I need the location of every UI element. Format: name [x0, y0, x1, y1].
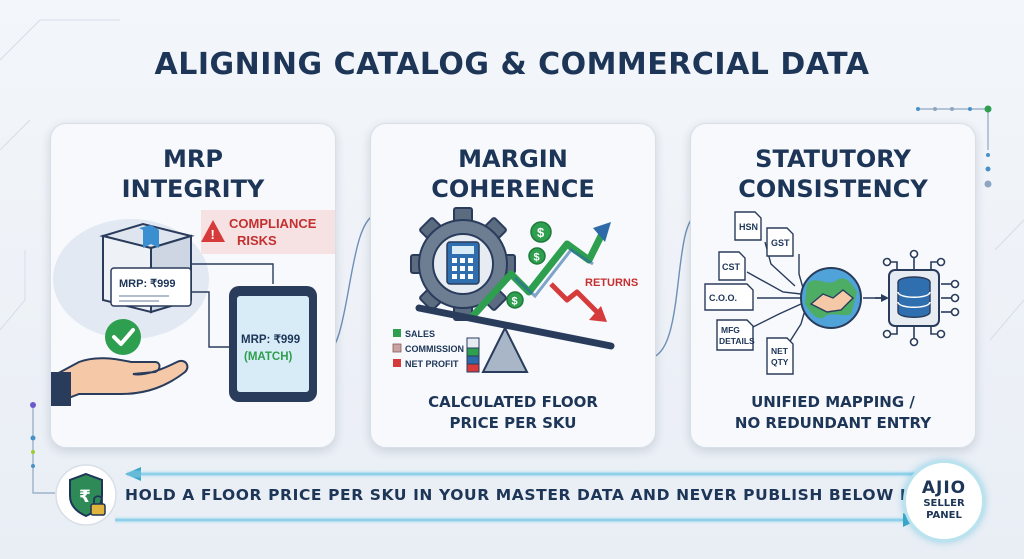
database-icon [875, 249, 960, 347]
connector-left-bottom [30, 402, 55, 494]
svg-text:₹: ₹ [79, 487, 91, 507]
svg-text:NET: NET [771, 346, 789, 356]
chart-legend: SALES COMMISSION NET PROFIT [392, 329, 464, 369]
card-caption: CALCULATED FLOOR PRICE PER SKU [428, 393, 598, 432]
svg-text:NET PROFIT: NET PROFIT [405, 359, 459, 369]
mrp-illustration: MRP: ₹999 ! COMPLIANCE RISKS MRP: ₹999 (… [51, 210, 335, 406]
svg-text:MRP: ₹999: MRP: ₹999 [119, 278, 176, 290]
card-margin-coherence: MARGIN COHERENCE [370, 123, 656, 448]
handshake-globe-icon [800, 267, 862, 329]
svg-text:$: $ [537, 225, 545, 240]
svg-text:MRP: ₹999: MRP: ₹999 [241, 334, 300, 346]
svg-text:(MATCH): (MATCH) [244, 351, 292, 363]
card-mrp-integrity: MRP INTEGRITY MRP: ₹999 ! COMPLIANCE RIS… [50, 123, 336, 448]
balance-icon [415, 304, 615, 373]
hand-icon [51, 357, 189, 406]
connector-right-top [916, 105, 992, 188]
svg-text:SALES: SALES [405, 329, 435, 339]
margin-illustration: RETURNS $ $ $ SALES COMMISSION NET PROFI [392, 207, 638, 373]
svg-text:CST: CST [722, 262, 741, 272]
growth-arrow [468, 230, 607, 321]
svg-text:GST: GST [771, 238, 790, 248]
rupee-shield-icon: ₹ [55, 462, 117, 528]
svg-text:$: $ [512, 296, 518, 308]
svg-text:C.O.O.: C.O.O. [709, 293, 737, 303]
svg-text:$: $ [534, 252, 540, 264]
svg-text:RETURNS: RETURNS [585, 277, 638, 289]
check-icon [105, 319, 141, 355]
tablet-icon: MRP: ₹999 (MATCH) [229, 286, 317, 402]
svg-text:HSN: HSN [739, 222, 758, 232]
floor-price-banner [115, 467, 917, 527]
svg-text:DETAILS: DETAILS [719, 336, 755, 346]
compliance-warning: ! COMPLIANCE RISKS [201, 210, 335, 254]
document-icon: HSN GST CST C.O.O. MFG DETAILS NET [704, 211, 794, 375]
card-title: MRP INTEGRITY [121, 145, 265, 203]
card-title: MARGIN COHERENCE [431, 145, 595, 203]
card-caption: UNIFIED MAPPING / NO REDUNDANT ENTRY [734, 393, 932, 432]
package-icon: MRP: ₹999 [99, 222, 195, 314]
svg-text:QTY: QTY [771, 357, 789, 367]
svg-text:COMPLIANCE: COMPLIANCE [229, 216, 317, 231]
svg-text:MFG: MFG [721, 325, 740, 335]
svg-text:RISKS: RISKS [237, 233, 277, 248]
calculator-icon [446, 241, 480, 285]
dollar-icon: $ $ $ [506, 221, 552, 309]
banner-text: HOLD A FLOOR PRICE PER SKU IN YOUR MASTE… [125, 486, 922, 504]
lock-icon [90, 495, 106, 516]
ajio-seller-panel-badge: AJIO SELLER PANEL [903, 460, 985, 542]
statutory-illustration: HSN GST CST C.O.O. MFG DETAILS NET [704, 211, 960, 375]
warning-icon [201, 220, 225, 242]
page-title: ALIGNING CATALOG & COMMERCIAL DATA [154, 47, 870, 82]
returns-arrow [549, 282, 599, 314]
svg-text:!: ! [211, 227, 215, 242]
svg-text:COMMISSION: COMMISSION [405, 344, 464, 354]
card-statutory-consistency: STATUTORY CONSISTENCY HSN GST CST [690, 123, 976, 448]
growth-arrow-head [593, 222, 611, 242]
card-title: STATUTORY CONSISTENCY [738, 145, 928, 203]
